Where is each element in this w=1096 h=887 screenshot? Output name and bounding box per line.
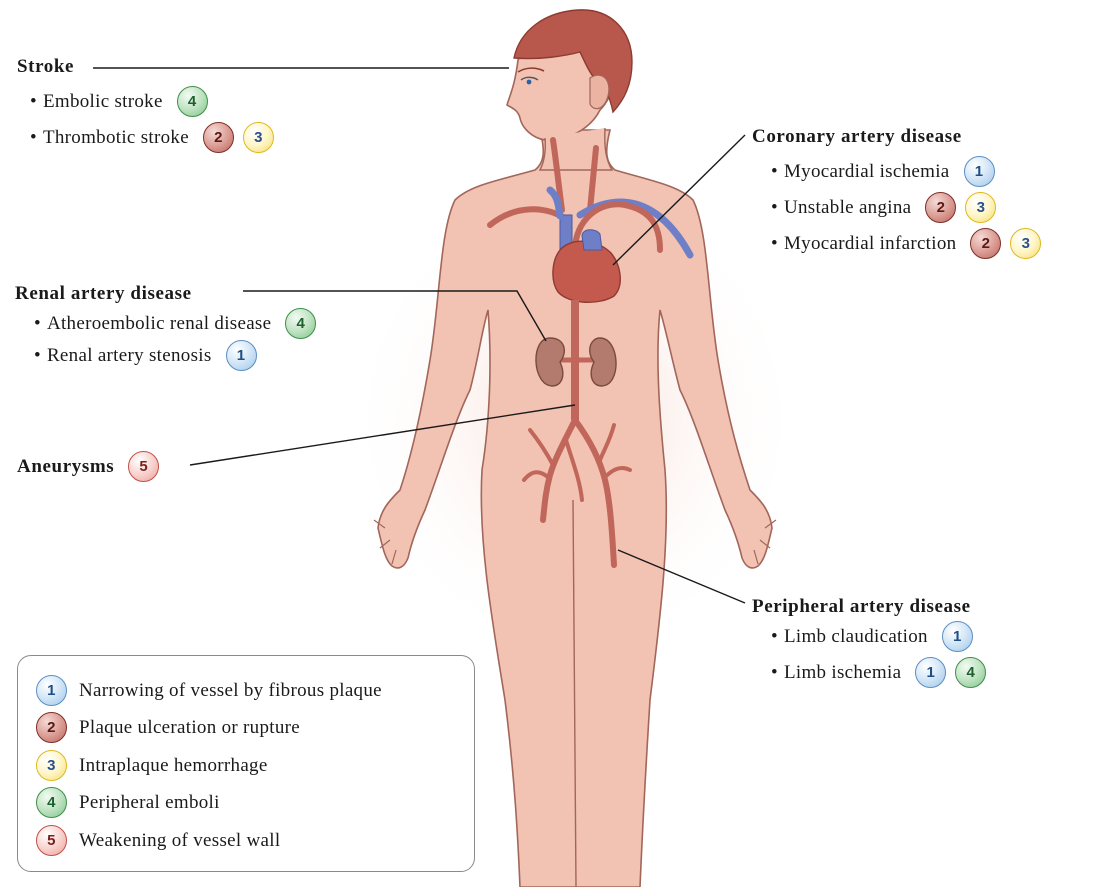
item-label: Atheroembolic renal disease xyxy=(46,312,272,334)
ear xyxy=(589,74,610,110)
stroke-item-thrombotic: • Thrombotic stroke 2 3 xyxy=(30,122,283,153)
peripheral-callout-line xyxy=(617,549,746,604)
eye-iris xyxy=(526,79,532,85)
mechanism-badge-4: 4 xyxy=(285,308,317,339)
left-hand-fingers xyxy=(373,519,397,565)
subclavian-vein-right xyxy=(576,198,694,259)
renal-heading: Renal artery disease xyxy=(15,283,192,304)
eyebrow xyxy=(517,67,545,73)
legend-label: Weakening of vessel wall xyxy=(79,829,281,851)
hair xyxy=(513,9,633,114)
right-hand-fingers xyxy=(753,519,777,565)
aortic-arch xyxy=(572,201,663,253)
aneurysms-row: Aneurysms 5 xyxy=(17,451,168,482)
coronary-item-ischemia: • Myocardial ischemia 1 xyxy=(771,156,1004,187)
peripheral-item-ischemia: • Limb ischemia 1 4 xyxy=(771,657,995,688)
bullet: • xyxy=(34,312,41,334)
renal-item-stenosis: • Renal artery stenosis 1 xyxy=(34,340,266,371)
legend-label: Narrowing of vessel by fibrous plaque xyxy=(79,679,382,701)
bullet: • xyxy=(771,661,778,683)
item-label: Renal artery stenosis xyxy=(46,344,212,366)
bullet: • xyxy=(771,160,778,182)
mechanism-badge-4: 4 xyxy=(176,86,208,117)
peripheral-heading: Peripheral artery disease xyxy=(752,596,971,617)
internal-iliac-left-branch xyxy=(522,470,551,482)
item-label: Unstable angina xyxy=(783,196,912,218)
legend-row-5: 5 Weakening of vessel wall xyxy=(36,825,280,856)
stroke-heading: Stroke xyxy=(17,56,75,77)
item-label: Limb ischemia xyxy=(783,661,902,683)
renal-item-atheroembolic: • Atheroembolic renal disease 4 xyxy=(34,308,325,339)
pulmonary-artery xyxy=(581,229,603,251)
internal-iliac-left xyxy=(528,428,555,467)
bullet: • xyxy=(771,232,778,254)
kidney-right xyxy=(589,337,617,387)
legend-row-2: 2 Plaque ulceration or rupture xyxy=(36,712,300,743)
legend-badge-3: 3 xyxy=(36,750,67,781)
mechanism-badge-4: 4 xyxy=(955,657,987,688)
iliac-artery-left xyxy=(540,417,578,523)
coronary-heading: Coronary artery disease xyxy=(752,126,962,147)
mechanism-badge-1: 1 xyxy=(941,621,973,652)
iliac-artery-right xyxy=(572,417,617,568)
jugular-vein xyxy=(546,186,564,220)
aneurysms-callout-line xyxy=(189,404,576,466)
legend-badge-1: 1 xyxy=(36,675,67,706)
mechanism-badge-5: 5 xyxy=(128,451,160,482)
legend-label: Plaque ulceration or rupture xyxy=(79,716,301,738)
legend-row-1: 1 Narrowing of vessel by fibrous plaque xyxy=(36,675,382,706)
mechanism-badge-3: 3 xyxy=(965,192,997,223)
legend-badge-2: 2 xyxy=(36,712,67,743)
internal-iliac-right-branch xyxy=(602,466,632,480)
mechanism-badge-1: 1 xyxy=(915,657,947,688)
carotid-artery xyxy=(587,145,599,213)
legend-label: Intraplaque hemorrhage xyxy=(79,754,268,776)
eye xyxy=(520,76,539,81)
bullet: • xyxy=(30,126,37,148)
stroke-item-embolic: • Embolic stroke 4 xyxy=(30,86,217,117)
legend-label: Peripheral emboli xyxy=(79,791,220,813)
body-silhouette xyxy=(377,129,773,887)
renal-callout-line xyxy=(243,290,547,342)
mechanism-badge-3: 3 xyxy=(1010,228,1042,259)
mechanism-badge-1: 1 xyxy=(225,340,257,371)
mechanism-badge-2: 2 xyxy=(925,192,957,223)
coronary-item-angina: • Unstable angina 2 3 xyxy=(771,192,1005,223)
coronary-callout-line xyxy=(612,134,746,266)
item-label: Thrombotic stroke xyxy=(42,126,189,148)
mechanism-badge-2: 2 xyxy=(202,122,234,153)
mechanism-badge-2: 2 xyxy=(970,228,1002,259)
legend-row-3: 3 Intraplaque hemorrhage xyxy=(36,750,268,781)
internal-iliac-right xyxy=(598,423,616,462)
item-label: Myocardial ischemia xyxy=(783,160,950,182)
bullet: • xyxy=(771,625,778,647)
bullet: • xyxy=(771,196,778,218)
mechanism-badge-3: 3 xyxy=(242,122,274,153)
femoral-branch xyxy=(564,438,584,502)
legend-badge-4: 4 xyxy=(36,787,67,818)
mechanism-legend: 1 Narrowing of vessel by fibrous plaque … xyxy=(17,655,475,872)
legend-badge-5: 5 xyxy=(36,825,67,856)
legend-row-4: 4 Peripheral emboli xyxy=(36,787,220,818)
bullet: • xyxy=(34,344,41,366)
item-label: Myocardial infarction xyxy=(783,232,957,254)
item-label: Limb claudication xyxy=(783,625,928,647)
item-label: Embolic stroke xyxy=(42,90,163,112)
bullet: • xyxy=(30,90,37,112)
leg-divider xyxy=(572,499,577,887)
mechanism-badge-1: 1 xyxy=(963,156,995,187)
aneurysms-heading: Aneurysms xyxy=(17,455,115,477)
coronary-item-infarction: • Myocardial infarction 2 3 xyxy=(771,228,1050,259)
kidney-left xyxy=(535,337,566,387)
peripheral-item-claudication: • Limb claudication 1 xyxy=(771,621,982,652)
